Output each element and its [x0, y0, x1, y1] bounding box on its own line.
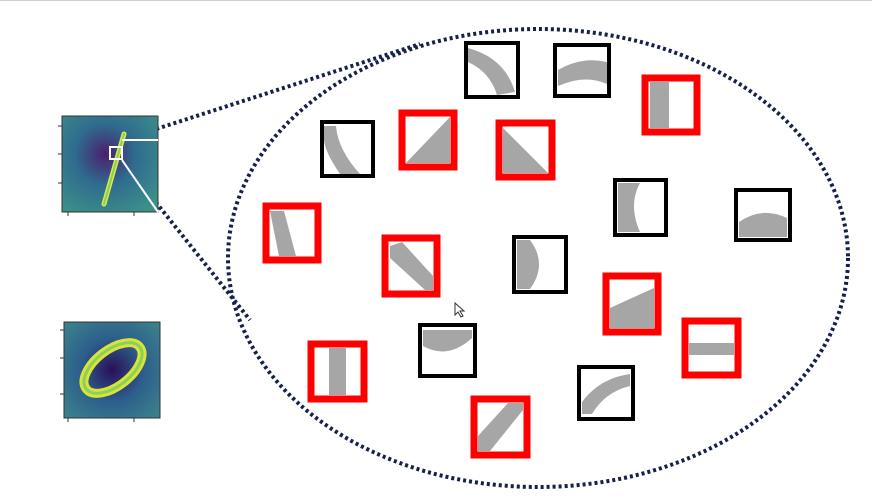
- connector-line-bottom: [120, 158, 252, 322]
- patch-red-17: [470, 395, 531, 459]
- connector-line-top: [121, 42, 421, 142]
- zoom-selection-box: [109, 146, 123, 160]
- arrow-cursor-icon: [454, 301, 466, 318]
- patch-black-4: [320, 120, 375, 178]
- digit-one-thumbnail: [58, 115, 159, 216]
- patch-red-15: [307, 340, 368, 403]
- patch-black-1: [464, 41, 520, 99]
- patch-ellipse: [226, 27, 850, 489]
- digit-zero-thumbnail: [60, 321, 161, 422]
- patch-red-6: [495, 119, 556, 181]
- patch-red-9: [262, 202, 322, 264]
- patch-black-16: [577, 365, 635, 421]
- patch-red-3: [641, 74, 701, 136]
- patch-black-2: [553, 43, 611, 98]
- patch-red-12: [602, 272, 662, 336]
- patch-red-5: [398, 109, 458, 171]
- patch-red-14: [681, 317, 742, 379]
- patch-black-13: [418, 323, 477, 378]
- top-border: [0, 0, 872, 1]
- patch-red-10: [381, 234, 441, 298]
- patch-black-7: [613, 178, 668, 237]
- patch-black-11: [512, 235, 568, 294]
- patch-black-8: [734, 188, 792, 242]
